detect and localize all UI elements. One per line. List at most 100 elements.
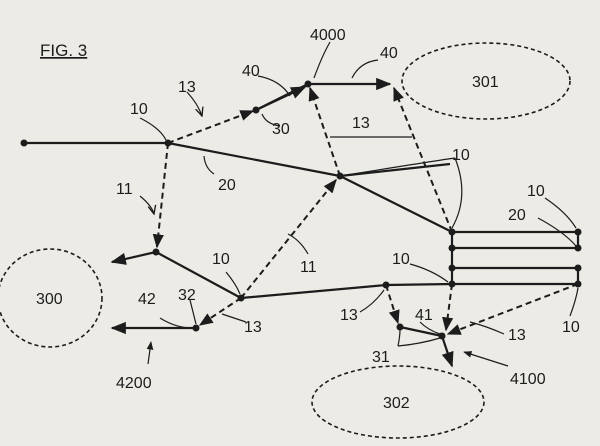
node: [396, 323, 404, 331]
leader-line: [537, 217, 577, 247]
ref-numeral: 13: [340, 307, 358, 324]
link: [255, 86, 307, 111]
ref-numeral: 40: [380, 45, 398, 62]
leader-line: [569, 287, 579, 317]
ref-numeral: 13: [244, 319, 262, 336]
ref-numeral: 40: [242, 63, 260, 80]
leader-lines: [139, 41, 579, 367]
leader-line: [419, 321, 441, 335]
figure-label: FIG. 3: [40, 41, 87, 60]
leader-line: [469, 321, 505, 335]
node: [448, 244, 456, 252]
link: [167, 141, 341, 178]
link: [446, 283, 579, 335]
link: [110, 250, 157, 265]
ref-numeral: 10: [527, 183, 545, 200]
link: [399, 325, 443, 338]
node: [448, 228, 456, 236]
node: [574, 280, 582, 288]
ref-numeral: 10: [130, 101, 148, 118]
ref-numeral: 31: [372, 349, 390, 366]
ref-numeral: 11: [116, 181, 133, 198]
node: [304, 80, 312, 88]
link: [155, 251, 242, 299]
node: [20, 139, 28, 147]
node: [192, 324, 200, 332]
dashed-links: [152, 86, 579, 335]
leader-line: [261, 113, 281, 127]
ref-numeral: 10: [562, 319, 580, 336]
link: [393, 86, 453, 233]
region-302: 302: [311, 365, 485, 439]
leader-line: [257, 75, 291, 97]
node: [574, 264, 582, 272]
ref-numeral: 42: [138, 291, 156, 308]
ref-numeral: 10: [212, 251, 230, 268]
link: [385, 284, 400, 325]
link: [167, 110, 255, 144]
link: [152, 142, 169, 249]
leader-line: [139, 195, 154, 214]
node: [574, 228, 582, 236]
node: [574, 244, 582, 252]
ref-numeral: 10: [392, 251, 410, 268]
region-301: 301: [401, 42, 571, 120]
leader-line: [221, 313, 247, 323]
region-label: 302: [383, 395, 410, 412]
nodes: [20, 80, 582, 340]
region-label: 301: [472, 74, 499, 91]
leader-line: [451, 157, 463, 229]
leader-line: [186, 91, 202, 116]
ref-numeral: 10: [452, 147, 470, 164]
ref-numeral: 30: [272, 121, 290, 138]
leader-line: [159, 317, 193, 329]
node: [448, 280, 456, 288]
ref-numeral: 13: [178, 79, 196, 96]
region-label: 300: [36, 291, 63, 308]
node: [164, 139, 172, 147]
link: [198, 297, 242, 326]
node: [252, 106, 260, 114]
node: [237, 294, 245, 302]
node: [448, 264, 456, 272]
link: [442, 283, 454, 332]
ref-numeral: 13: [508, 327, 526, 344]
leader-line: [139, 117, 167, 141]
node: [152, 248, 160, 256]
ref-numeral: 11: [300, 259, 317, 276]
ref-numeral: 4200: [116, 375, 152, 392]
ref-numeral: 32: [178, 287, 196, 304]
link: [240, 178, 337, 299]
link: [385, 282, 453, 287]
leader-line: [463, 351, 509, 367]
link: [339, 175, 453, 233]
leader-line: [351, 59, 379, 79]
leader-line: [287, 233, 309, 255]
leader-line: [146, 341, 154, 365]
leader-line: [189, 299, 197, 325]
ref-numeral: 4000: [310, 27, 346, 44]
leader-line: [397, 337, 441, 347]
leader-line: [203, 155, 215, 175]
region-300: 300: [0, 248, 103, 348]
leader-line: [359, 289, 385, 313]
ref-numeral: 41: [415, 307, 433, 324]
link: [308, 86, 341, 177]
ref-numeral: 20: [218, 177, 236, 194]
solid-links: [24, 77, 580, 368]
ref-numeral: 13: [352, 115, 370, 132]
leader-line: [313, 41, 331, 79]
link: [440, 335, 454, 368]
leader-line: [397, 329, 401, 347]
link: [240, 283, 387, 300]
ref-numeral: 4100: [510, 371, 546, 388]
leader-line: [544, 197, 577, 229]
node: [382, 281, 390, 289]
leader-line: [339, 157, 456, 177]
link: [339, 162, 451, 178]
node: [438, 332, 446, 340]
leader-line: [225, 271, 241, 295]
ref-numeral: 20: [508, 207, 526, 224]
